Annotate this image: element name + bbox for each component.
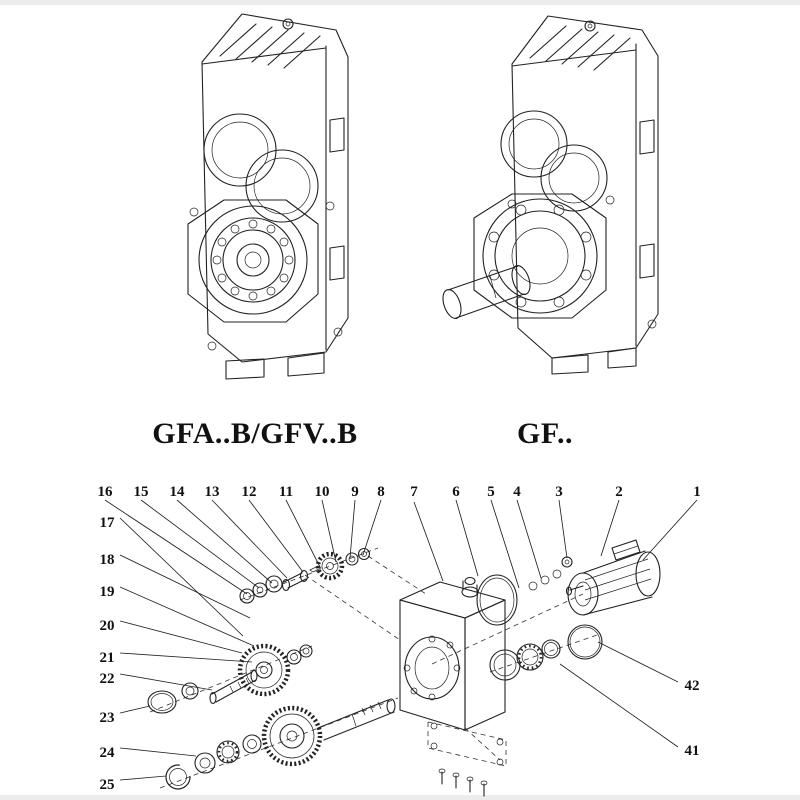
part-callout-23: 23 bbox=[100, 710, 115, 726]
part-callout-5: 5 bbox=[487, 484, 495, 500]
part-callout-3: 3 bbox=[555, 484, 563, 500]
part-callout-16: 16 bbox=[98, 484, 114, 500]
part-callout-1: 1 bbox=[693, 484, 701, 500]
part-callout-7: 7 bbox=[410, 484, 418, 500]
part-callout-22: 22 bbox=[100, 671, 115, 687]
input-shaft-parts bbox=[239, 547, 371, 604]
part-callout-24: 24 bbox=[100, 745, 116, 761]
gf-output-flange bbox=[473, 193, 607, 319]
gf-output-shaft bbox=[442, 265, 531, 319]
part-callout-6: 6 bbox=[452, 484, 460, 500]
gear-housing bbox=[399, 576, 506, 731]
gf-screws bbox=[507, 195, 657, 329]
part-callout-25: 25 bbox=[100, 777, 115, 793]
part-callout-21: 21 bbox=[100, 650, 115, 666]
part-callout-15: 15 bbox=[134, 484, 149, 500]
part-callout-10: 10 bbox=[315, 484, 330, 500]
model-label-gfab: GFA..B/GFV..B bbox=[152, 417, 358, 450]
gearbox-drawing-gf bbox=[442, 15, 659, 375]
gfab-output-bearing bbox=[187, 199, 319, 323]
exploded-parts-diagram: 16 15 14 13 12 11 10 9 8 7 6 5 4 3 2 1 1… bbox=[98, 484, 701, 797]
gfab-gear-bores bbox=[203, 113, 319, 223]
part-callout-2: 2 bbox=[615, 484, 623, 500]
gasket-and-bolts bbox=[427, 721, 507, 797]
part-callout-20: 20 bbox=[100, 618, 115, 634]
part-callout-17: 17 bbox=[100, 515, 116, 531]
callouts-right-column: 42 41 bbox=[685, 678, 700, 759]
part-callout-41: 41 bbox=[685, 743, 700, 759]
gfab-housing bbox=[201, 13, 349, 380]
part-callout-19: 19 bbox=[100, 584, 115, 600]
motor bbox=[565, 539, 661, 616]
part-callout-4: 4 bbox=[513, 484, 521, 500]
model-label-gf: GF.. bbox=[517, 417, 573, 450]
callouts-top-row: 16 15 14 13 12 11 10 9 8 7 6 5 4 3 2 1 bbox=[98, 484, 701, 500]
output-side-rings bbox=[476, 556, 603, 681]
output-gear-parts bbox=[165, 698, 396, 790]
callouts-left-column: 17 18 19 20 21 22 23 24 25 bbox=[100, 515, 116, 793]
part-callout-12: 12 bbox=[242, 484, 257, 500]
part-callout-14: 14 bbox=[170, 484, 186, 500]
leader-lines bbox=[104, 499, 698, 781]
part-callout-18: 18 bbox=[100, 552, 115, 568]
gfab-screws bbox=[189, 201, 343, 351]
intermediate-gear-parts bbox=[147, 643, 313, 714]
part-callout-13: 13 bbox=[205, 484, 220, 500]
part-callout-8: 8 bbox=[377, 484, 385, 500]
page-edge-bottom bbox=[0, 795, 800, 800]
part-callout-11: 11 bbox=[279, 484, 293, 500]
gearbox-drawing-gfab bbox=[187, 13, 349, 380]
gf-housing bbox=[511, 15, 659, 375]
part-callout-42: 42 bbox=[685, 678, 700, 694]
gf-gear-bores bbox=[500, 110, 608, 212]
page-edge-top bbox=[0, 0, 800, 5]
part-callout-9: 9 bbox=[351, 484, 359, 500]
